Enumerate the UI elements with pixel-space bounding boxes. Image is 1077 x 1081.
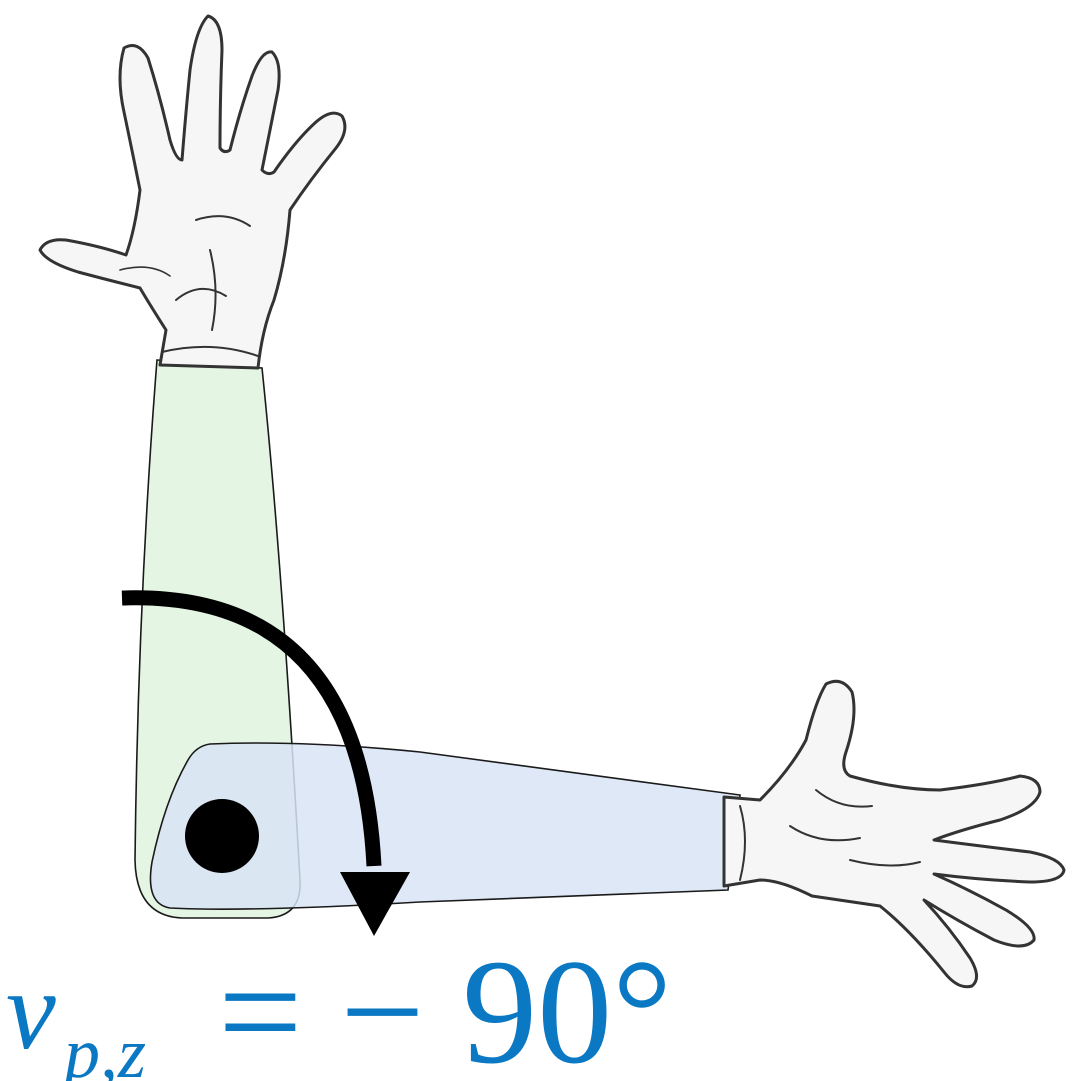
open-hand-icon [40,16,345,368]
formula-value: = − 90° [218,937,672,1081]
formula-subscript: p,z [64,1017,146,1081]
elbow-pivot-icon [185,799,259,873]
open-hand-icon [724,681,1064,986]
formula-variable: v [6,955,56,1067]
